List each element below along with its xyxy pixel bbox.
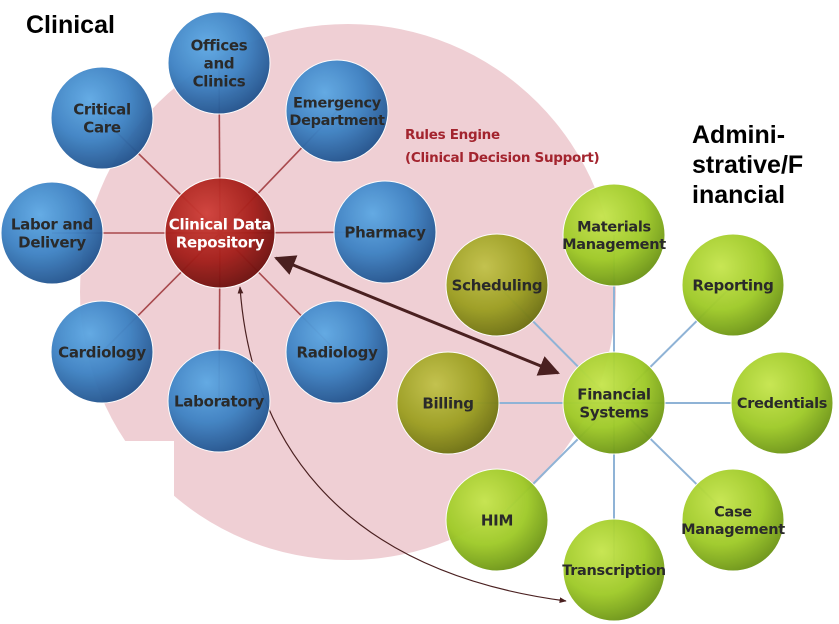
node-label: Systems (579, 403, 649, 421)
node-label: Radiology (296, 343, 378, 361)
node-scheduling: Scheduling (445, 233, 549, 337)
admin-heading-line: inancial (692, 181, 786, 209)
node-label: Management (562, 237, 666, 253)
node-transcription: Transcription (562, 518, 666, 622)
node-label: Clinics (193, 72, 246, 90)
node-circle (50, 66, 154, 170)
node-laboratory: Laboratory (167, 349, 271, 453)
nodes-layer: OfficesandClinicsEmergencyDepartmentCrit… (0, 11, 834, 622)
node-label: Repository (176, 233, 265, 251)
cdr-transcription-arrow (237, 286, 567, 604)
node-label: Department (289, 113, 385, 129)
node-credentials: Credentials (730, 351, 834, 455)
node-label: Emergency (293, 96, 382, 112)
node-circle (164, 177, 276, 289)
node-label: Labor and (11, 215, 93, 233)
node-circle (333, 180, 437, 284)
node-label: Materials (577, 220, 651, 236)
rules-engine-sublabel: (Clinical Decision Support) (405, 150, 599, 166)
node-label: Care (83, 118, 121, 136)
node-circle (167, 11, 271, 115)
node-label: Offices (191, 36, 248, 54)
node-circle (681, 233, 785, 337)
node-label: Management (681, 522, 785, 538)
node-circle (562, 518, 666, 622)
node-label: Critical (73, 100, 131, 118)
node-reporting: Reporting (681, 233, 785, 337)
node-circle (396, 351, 500, 455)
node-label: Cardiology (58, 343, 146, 361)
node-label: Scheduling (452, 276, 543, 294)
node-label: Clinical Data (169, 215, 271, 233)
node-pharmacy: Pharmacy (333, 180, 437, 284)
node-label: Transcription (562, 563, 666, 579)
rules-engine-label: Rules Engine (405, 127, 500, 143)
node-circle (445, 468, 549, 572)
node-billing: Billing (396, 351, 500, 455)
node-circle (0, 181, 104, 285)
node-circle (445, 233, 549, 337)
node-circle (562, 183, 666, 287)
node-label: Reporting (692, 276, 773, 294)
node-label: Delivery (18, 233, 86, 251)
node-circle (681, 468, 785, 572)
node-radiology: Radiology (285, 300, 389, 404)
node-label: HIM (481, 511, 513, 529)
node-circle (285, 300, 389, 404)
clinical-heading: Clinical (26, 11, 115, 39)
node-label: Laboratory (174, 392, 264, 410)
administrative-financial-heading: Admini- strative/F inancial (692, 120, 832, 210)
node-label: Credentials (737, 396, 827, 412)
node-circle (167, 349, 271, 453)
node-label: and (204, 54, 235, 72)
node-circle (562, 351, 666, 455)
node-circle (285, 59, 389, 163)
node-label: Billing (422, 394, 473, 412)
node-cardiology: Cardiology (50, 300, 154, 404)
admin-heading-line: strative/F (692, 151, 804, 179)
node-label: Case (714, 505, 752, 521)
node-circle (50, 300, 154, 404)
node-label: Pharmacy (344, 223, 426, 241)
node-label: Financial (577, 385, 650, 403)
node-him: HIM (445, 468, 549, 572)
admin-heading-line: Admini- (692, 121, 786, 149)
node-circle (730, 351, 834, 455)
